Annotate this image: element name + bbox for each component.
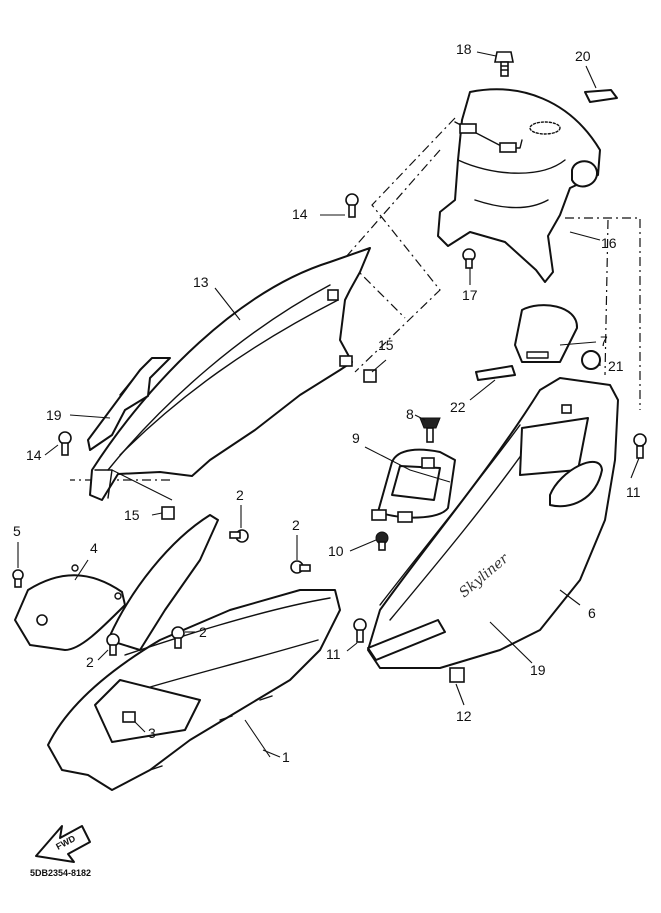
clip-nut-12-icon	[449, 667, 465, 683]
screw-5-icon	[12, 569, 24, 588]
screw-11-right-icon	[633, 433, 647, 459]
wing-bolt-8-icon	[419, 417, 441, 443]
callout-10: 10	[328, 543, 344, 559]
callout-7: 7	[600, 333, 608, 349]
drawing-code: 5DB2354-8182	[30, 868, 91, 878]
callout-19b: 19	[530, 662, 546, 678]
callout-20: 20	[575, 48, 591, 64]
callout-11a: 11	[626, 484, 641, 500]
forward-arrow-icon: FWD	[35, 825, 91, 863]
callout-13: 13	[193, 274, 209, 290]
handle-bracket	[371, 448, 456, 523]
screw-2-b-icon	[290, 560, 311, 574]
callout-2d: 2	[86, 654, 94, 670]
callout-18: 18	[456, 41, 472, 57]
callout-15b: 15	[124, 507, 140, 523]
leader-lines	[17, 51, 640, 758]
screw-11-lower-icon	[353, 618, 367, 643]
callout-2a: 2	[236, 487, 244, 503]
callout-17: 17	[462, 287, 478, 303]
callout-6: 6	[588, 605, 596, 621]
screw-14-left-icon	[58, 431, 72, 456]
callout-9: 9	[352, 430, 360, 446]
callout-3: 3	[148, 725, 156, 741]
callout-21: 21	[608, 358, 624, 374]
callout-16: 16	[601, 235, 617, 251]
screw-2-a-icon	[229, 529, 249, 543]
left-side-cover	[89, 247, 371, 501]
callout-labels: 1 2 2 2 2 3 4 5 6 7 8 9 10 11 11 12 13 1…	[13, 41, 641, 765]
screw-18-icon	[494, 51, 514, 77]
rear-upper-cover	[437, 88, 601, 283]
screw-2-c-icon	[171, 626, 185, 649]
cover-plate	[14, 564, 126, 651]
callout-5: 5	[13, 523, 21, 539]
emblem-plate	[584, 89, 618, 103]
grommet-21-icon	[581, 350, 601, 370]
screw-2-d-icon	[106, 633, 120, 656]
callout-15a: 15	[378, 337, 394, 353]
callout-14a: 14	[292, 206, 308, 222]
access-lid	[514, 304, 579, 363]
left-stripe-decal	[87, 357, 171, 451]
callout-14b: 14	[26, 447, 42, 463]
lower-side-panel	[47, 514, 341, 791]
right-stripe-decal	[367, 619, 446, 661]
callout-11b: 11	[326, 646, 341, 662]
screw-10-icon	[375, 531, 389, 551]
callout-2c: 2	[199, 624, 207, 640]
callout-8: 8	[406, 406, 414, 422]
callout-4: 4	[90, 540, 98, 556]
callout-1: 1	[282, 749, 290, 765]
bracket-strip	[475, 365, 516, 381]
clip-nut-15-upper-icon	[363, 369, 377, 383]
right-side-cover: Skyliner	[367, 377, 619, 669]
screw-14-upper-icon	[345, 193, 359, 218]
callout-19a: 19	[46, 407, 62, 423]
clip-nut-15-lower-icon	[161, 506, 175, 520]
screw-17-icon	[462, 248, 476, 269]
callout-22: 22	[450, 399, 466, 415]
callout-2b: 2	[292, 517, 300, 533]
callout-12: 12	[456, 708, 472, 724]
